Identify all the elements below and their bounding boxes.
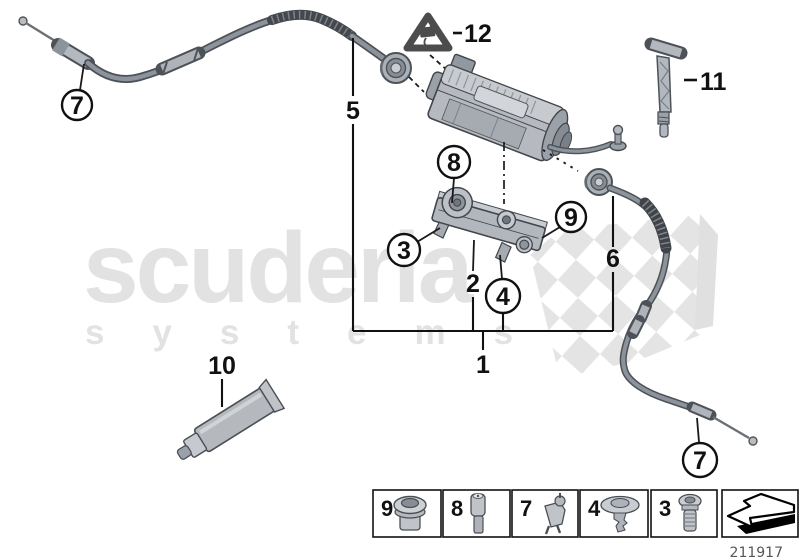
legend-8-label: 8: [451, 496, 463, 521]
callout-lines: [79, 38, 700, 443]
callout-7-rear-cable[interactable]: 7: [681, 441, 719, 479]
grommet-icon: [393, 495, 427, 531]
warning-triangle: [403, 12, 462, 72]
direction-arrow-icon: [726, 492, 796, 534]
actuator-unit: [425, 53, 573, 162]
legend-box-4[interactable]: 4: [579, 489, 649, 538]
callout-10-label[interactable]: 10: [208, 352, 236, 380]
callout-7-front-cable[interactable]: 7: [60, 88, 94, 122]
watermark-sub-text: systems: [85, 313, 561, 352]
callout-3[interactable]: 3: [386, 232, 422, 268]
cable-end-nipple: [18, 16, 28, 26]
legend-box-7[interactable]: 7: [511, 489, 579, 538]
callout-8[interactable]: 8: [436, 144, 472, 180]
callout-11-label[interactable]: 11: [700, 68, 727, 96]
grommet-ring-left: [380, 52, 412, 84]
bracket-screw: [519, 239, 530, 250]
actuator-output-cable: [547, 124, 627, 155]
callout-2-label[interactable]: 2: [466, 270, 480, 298]
torx-screw-icon: [678, 493, 702, 532]
checkered-flag-logo: [530, 214, 718, 378]
expanding-rivet-icon: [600, 495, 640, 533]
grease-tube: [176, 378, 286, 460]
callout-8-label[interactable]: 8: [447, 149, 461, 177]
callout-12-label[interactable]: 12: [464, 20, 492, 48]
legend-3-label: 3: [659, 496, 671, 521]
watermark: scuderia systems: [83, 212, 718, 378]
grommet-ring-right: [584, 168, 613, 196]
cable-corrugated-sleeve: [639, 197, 672, 254]
legend-4-label: 4: [588, 496, 601, 521]
legend-row: 9 8 7: [372, 489, 799, 538]
callout-9[interactable]: 9: [554, 200, 588, 234]
electric-plug-icon: [419, 21, 436, 48]
drawing-number: 211917: [730, 545, 783, 560]
cable-end-nipple: [748, 436, 758, 446]
sleeve-pin-icon: [470, 493, 486, 534]
legend-box-direction[interactable]: [721, 489, 799, 538]
callout-7-rear-label[interactable]: 7: [693, 447, 707, 475]
cable-wrapped-sleeve: [267, 9, 357, 41]
callout-1-label[interactable]: 1: [476, 351, 490, 379]
callout-5-label[interactable]: 5: [346, 97, 360, 125]
front-brake-cable: [18, 9, 387, 84]
callout-7-front-label[interactable]: 7: [70, 92, 84, 120]
callout-6-label[interactable]: 6: [606, 245, 620, 273]
legend-box-8[interactable]: 8: [442, 489, 511, 538]
legend-7-label: 7: [520, 496, 532, 521]
legend-9-label: 9: [381, 496, 393, 521]
legend-box-9[interactable]: 9: [372, 489, 442, 538]
callout-9-label[interactable]: 9: [564, 204, 578, 232]
callout-4-label[interactable]: 4: [496, 283, 510, 311]
cable-ball-fitting: [609, 124, 627, 152]
callout-4[interactable]: 4: [484, 277, 522, 315]
legend-box-3[interactable]: 3: [650, 489, 718, 538]
rear-brake-cable: [606, 184, 758, 446]
watermark-brand-text: scuderia: [83, 212, 475, 324]
callout-3-label[interactable]: 3: [397, 237, 411, 265]
support-bracket-11: [644, 37, 697, 138]
cable-clip-icon: [544, 493, 566, 535]
